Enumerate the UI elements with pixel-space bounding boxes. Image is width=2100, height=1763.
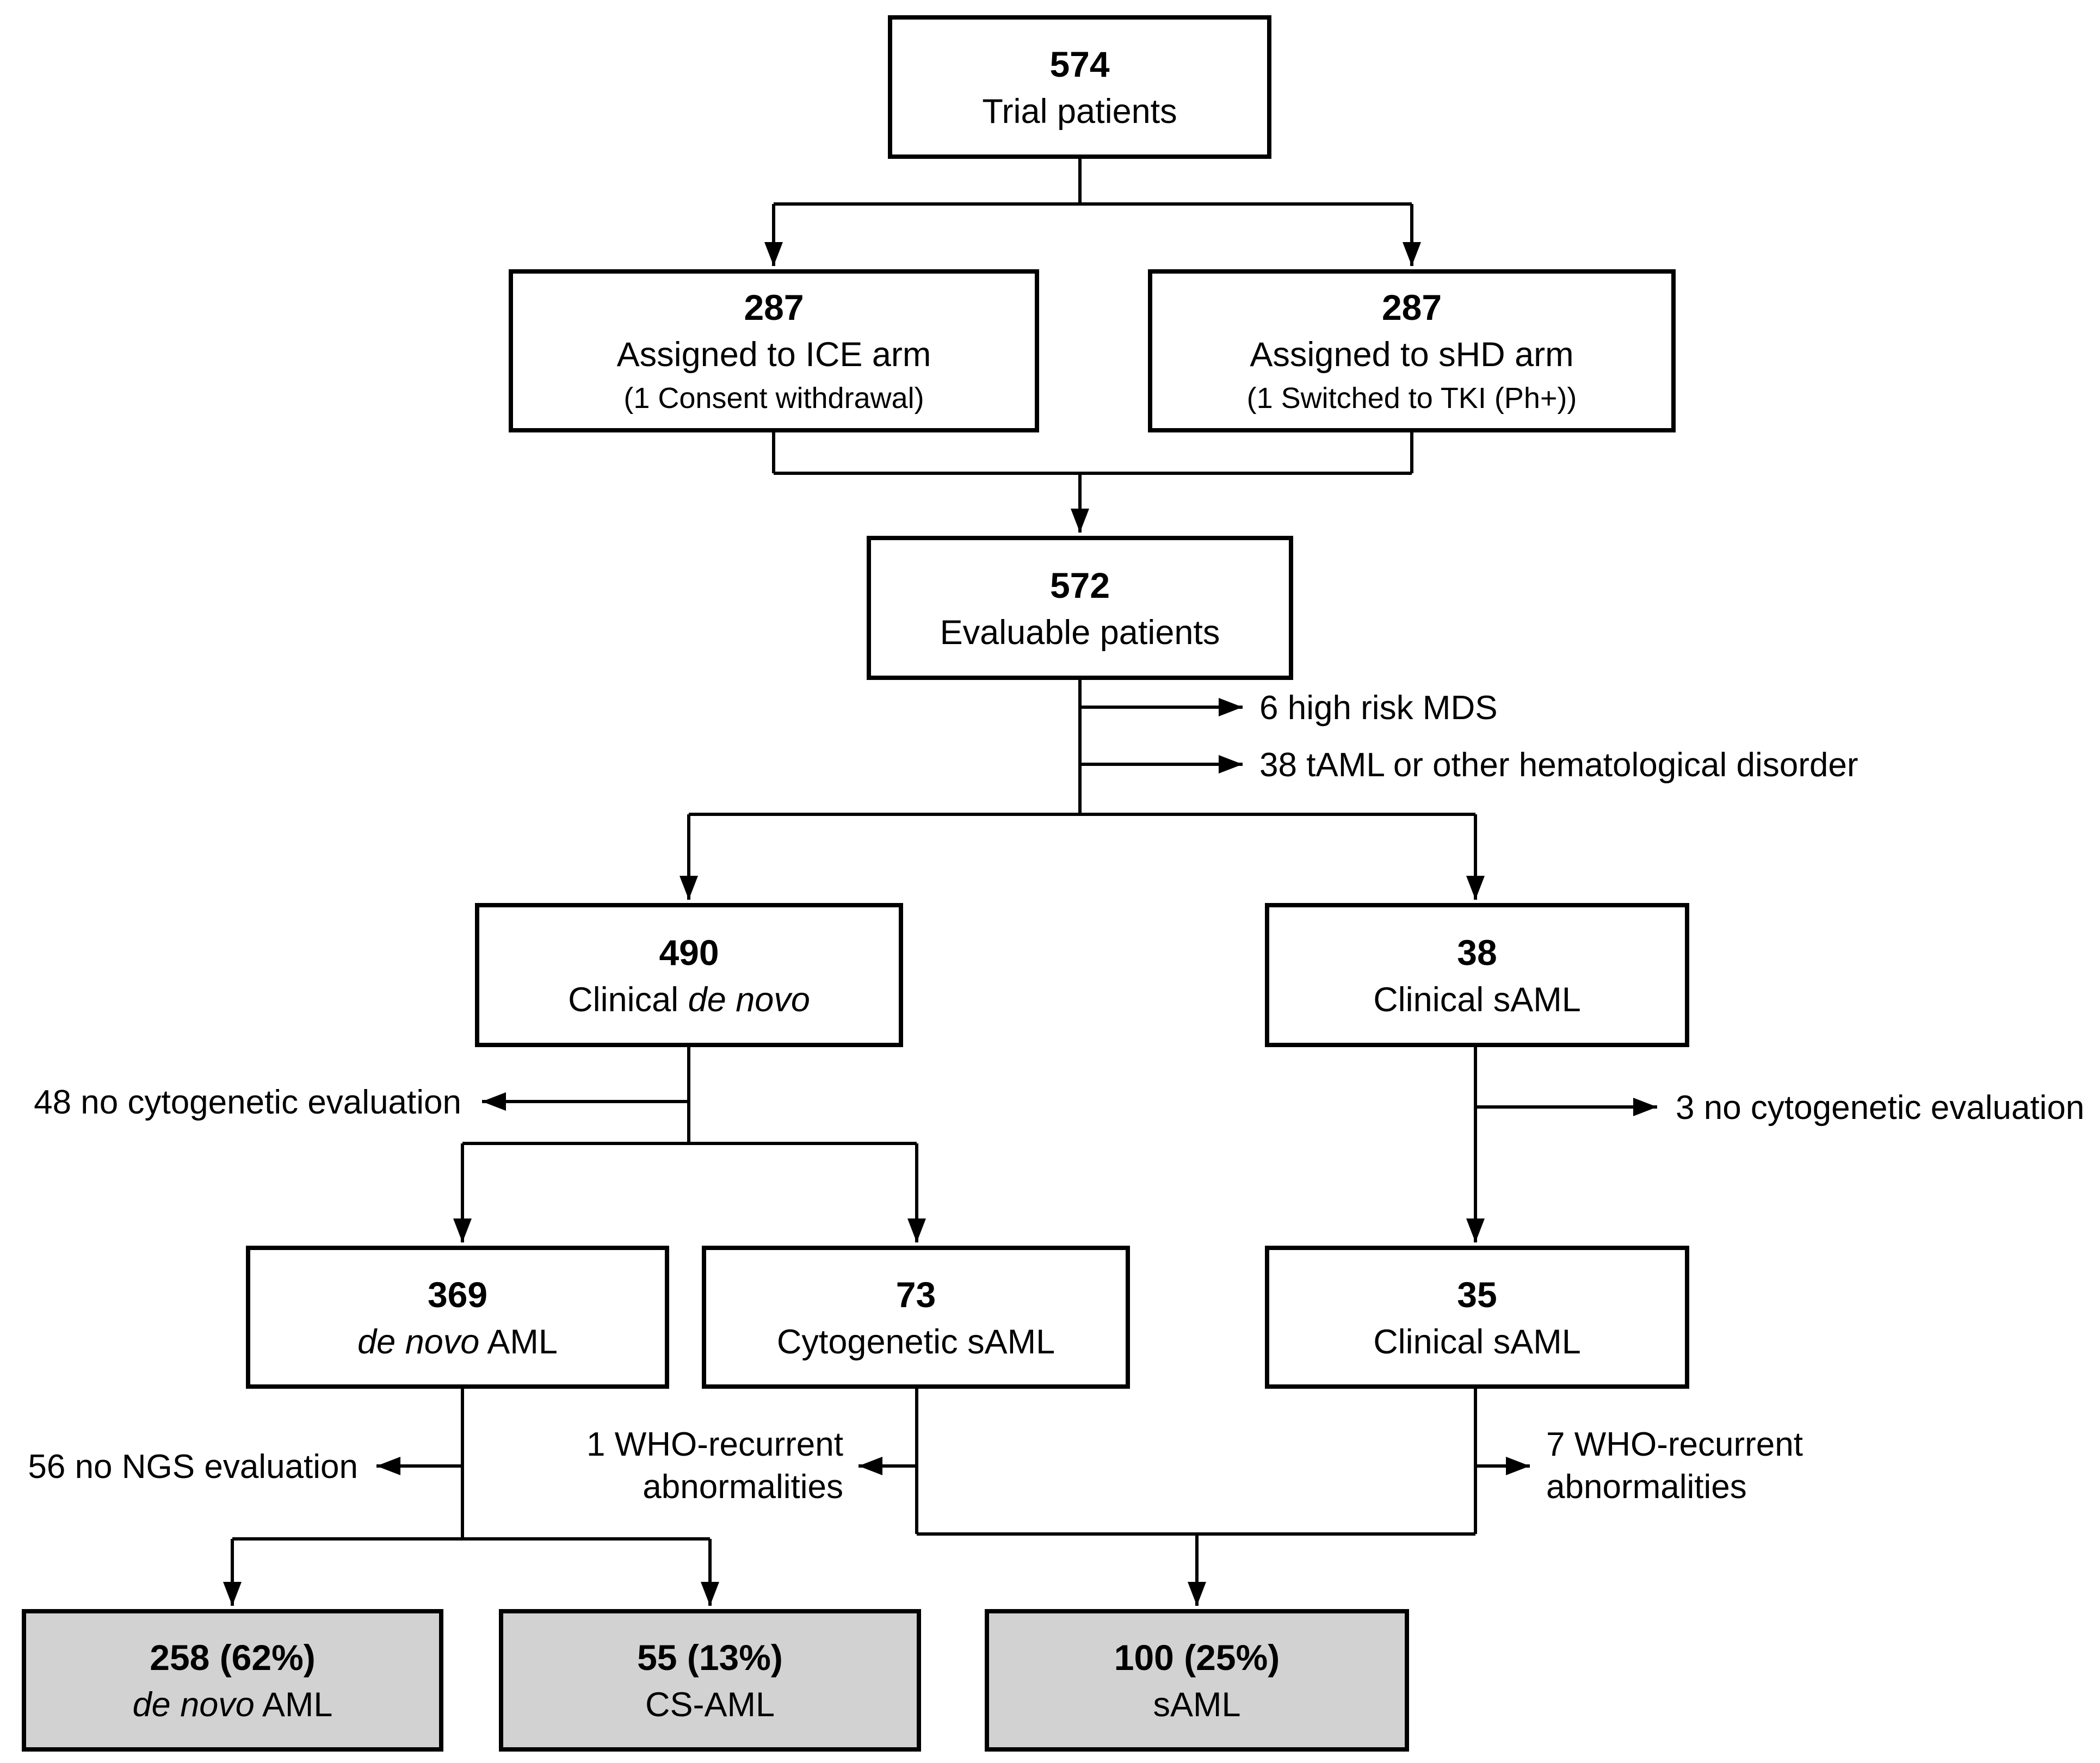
box-label: de novo AML: [357, 1319, 558, 1365]
box-note: (1 Switched to TKI (Ph+)): [1246, 382, 1577, 415]
label-italic: de novo: [132, 1686, 255, 1724]
box-value: 572: [1049, 565, 1110, 605]
label-italic: de novo: [688, 980, 810, 1019]
box-label: Cytogenetic sAML: [776, 1322, 1055, 1361]
label-suffix: AML: [479, 1322, 558, 1361]
box-value: 258 (62%): [150, 1637, 316, 1678]
exclusion-line1: 7 WHO-recurrent: [1546, 1426, 1803, 1463]
box-value: 38: [1457, 932, 1497, 973]
exclusion-label-no-ngs-56: 56 no NGS evaluation: [28, 1448, 358, 1486]
exclusion-line1: 1 WHO-recurrent: [586, 1426, 843, 1463]
box-value: 287: [1381, 287, 1442, 327]
box-ice-arm: 287 Assigned to ICE arm (1 Consent withd…: [509, 269, 1039, 432]
box-value: 574: [1049, 44, 1110, 84]
box-de-novo-aml-369: 369 de novo AML: [246, 1246, 669, 1389]
box-clinical-de-novo: 490 Clinical de novo: [475, 903, 903, 1047]
exclusion-label-no-cytogenetic-3: 3 no cytogenetic evaluation: [1676, 1089, 2085, 1127]
box-label: Clinical sAML: [1373, 980, 1581, 1019]
exclusion-label-who-recurrent-7: 7 WHO-recurrent abnormalities: [1546, 1424, 1803, 1508]
box-final-de-novo-aml: 258 (62%) de novo AML: [22, 1609, 443, 1752]
box-label: Evaluable patients: [940, 613, 1220, 652]
box-evaluable-patients: 572 Evaluable patients: [867, 536, 1293, 680]
exclusion-label-who-recurrent-1: 1 WHO-recurrent abnormalities: [586, 1424, 843, 1508]
box-clinical-saml-38: 38 Clinical sAML: [1265, 903, 1689, 1047]
box-label: CS-AML: [645, 1686, 775, 1724]
connector-trunk-lines: [232, 159, 1477, 1541]
box-cytogenetic-saml-73: 73 Cytogenetic sAML: [702, 1246, 1130, 1389]
box-value: 55 (13%): [637, 1637, 783, 1678]
box-value: 35: [1457, 1274, 1497, 1315]
label-italic: de novo: [357, 1322, 480, 1361]
exclusion-label-taml: 38 tAML or other hematological disorder: [1259, 746, 1858, 784]
box-label: de novo AML: [133, 1682, 333, 1728]
box-final-cs-aml: 55 (13%) CS-AML: [499, 1609, 921, 1752]
box-label: sAML: [1153, 1686, 1241, 1724]
flow-arrows: [223, 204, 1657, 1606]
box-final-saml: 100 (25%) sAML: [985, 1609, 1409, 1752]
exclusion-line2: abnormalities: [643, 1468, 843, 1506]
box-clinical-saml-35: 35 Clinical sAML: [1265, 1246, 1689, 1389]
exclusion-label-no-cytogenetic-48: 48 no cytogenetic evaluation: [34, 1084, 461, 1121]
box-trial-patients: 574 Trial patients: [888, 15, 1271, 159]
box-value: 287: [744, 287, 804, 327]
box-note: (1 Consent withdrawal): [623, 382, 924, 415]
box-value: 369: [427, 1274, 488, 1315]
box-label: Clinical de novo: [568, 977, 810, 1023]
label-prefix: Clinical: [568, 980, 688, 1019]
box-value: 100 (25%): [1114, 1637, 1280, 1678]
box-label: Assigned to ICE arm: [616, 336, 931, 374]
label-suffix: AML: [254, 1686, 333, 1724]
box-shd-arm: 287 Assigned to sHD arm (1 Switched to T…: [1148, 269, 1676, 432]
exclusion-line2: abnormalities: [1546, 1468, 1747, 1506]
exclusion-label-high-risk-mds: 6 high risk MDS: [1259, 689, 1498, 727]
box-label: Clinical sAML: [1373, 1322, 1581, 1361]
box-label: Assigned to sHD arm: [1250, 336, 1574, 374]
box-label: Trial patients: [982, 92, 1177, 131]
box-value: 73: [895, 1274, 936, 1315]
box-value: 490: [659, 932, 719, 973]
